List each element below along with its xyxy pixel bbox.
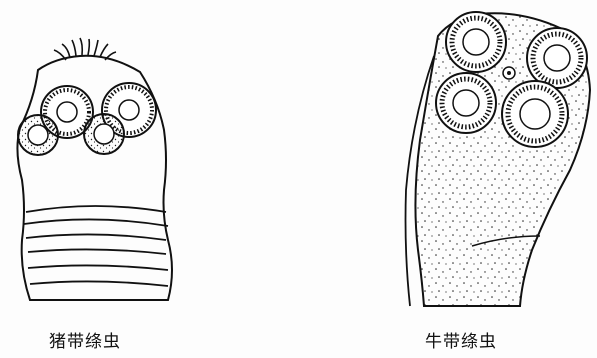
beef-apical-pit — [503, 67, 515, 79]
beef-sucker-lower-right — [502, 81, 568, 147]
beef-tapeworm-scolex — [406, 12, 591, 306]
beef-sucker-upper-right — [527, 28, 587, 88]
pork-tapeworm-scolex — [17, 38, 172, 300]
pork-neck-wrinkles — [24, 206, 168, 286]
caption-pork-tapeworm: 猪带绦虫 — [49, 327, 121, 352]
beef-sucker-lower-left — [436, 73, 496, 133]
caption-beef-tapeworm: 牛带绦虫 — [425, 327, 497, 352]
pork-sucker-lower-right — [84, 114, 124, 154]
pork-sucker-lower-left — [18, 115, 58, 155]
beef-sucker-upper-left — [446, 12, 506, 72]
